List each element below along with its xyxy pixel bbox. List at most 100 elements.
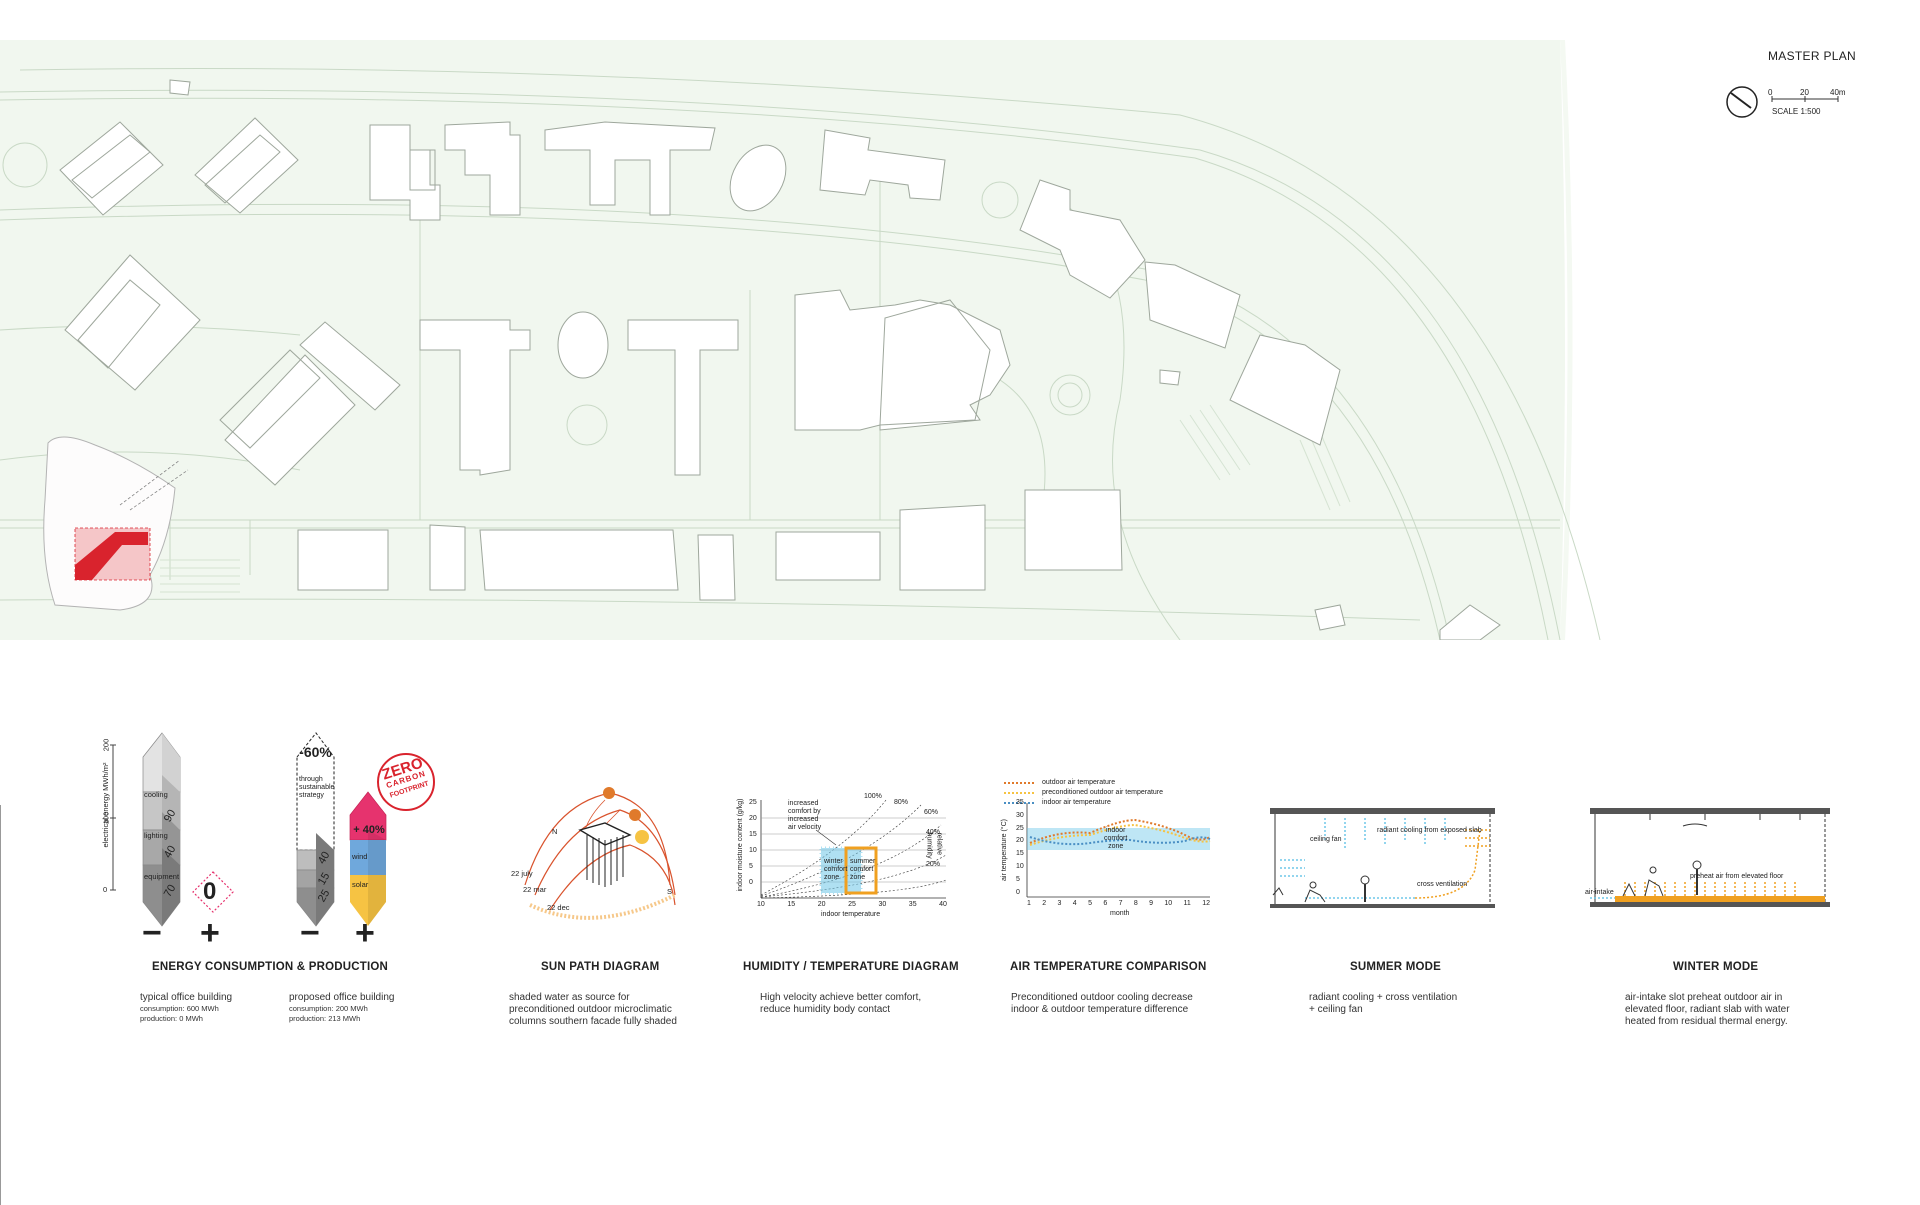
air-temp-desc: Preconditioned outdoor cooling decrease … [1011, 992, 1193, 1016]
y-tick: 5 [749, 863, 753, 870]
x-tick: 4 [1072, 900, 1077, 907]
x-tick: 35 [908, 901, 917, 908]
zone-line: zone [1108, 843, 1124, 850]
air-temp-x-ticks: 1 2 3 4 5 6 7 8 9 10 11 12 [1027, 899, 1210, 909]
air-temp-title: AIR TEMPERATURE COMPARISON [1010, 961, 1207, 973]
sun-path-diagram [524, 787, 676, 920]
note-line: comfort [850, 866, 874, 873]
energy-axis-tick-100: 100 [101, 811, 111, 825]
desc-line: proposed office building [289, 992, 395, 1003]
air-temp-chart [1004, 782, 1211, 898]
humidity-x-ticks: 10 15 20 25 30 35 40 [757, 900, 947, 910]
segment-lighting: lighting [144, 831, 168, 840]
humidity-chart [760, 799, 947, 899]
x-tick: 3 [1057, 900, 1062, 907]
x-tick: 9 [1149, 900, 1154, 907]
note-line: increased [788, 816, 819, 823]
x-tick: 11 [1183, 900, 1191, 907]
summer-comfort-zone-label: summer comfort zone [850, 858, 875, 882]
desc-line: shaded water as source for [509, 992, 630, 1003]
desc-line: production: 213 MWh [289, 1014, 361, 1023]
x-tick: 1 [1027, 900, 1031, 907]
humidity-desc: High velocity achieve better comfort, re… [760, 992, 921, 1016]
air-temp-y-ticks: 35 30 25 20 15 10 5 0 [1016, 797, 1024, 899]
winter-mode-desc: air-intake slot preheat outdoor air in e… [1625, 992, 1810, 1028]
winter-mode-panel: preheat air from elevated floor air-inta… [1585, 800, 1835, 915]
summer-label-ceiling-fan: ceiling fan [1310, 836, 1342, 843]
desc-line: air-intake slot preheat outdoor air in [1625, 992, 1783, 1003]
sun-path-title: SUN PATH DIAGRAM [541, 961, 660, 973]
humidity-note-increased: increased comfort by increased air veloc… [788, 800, 821, 832]
north-arrow-icon [1726, 86, 1758, 118]
summer-mode-desc: radiant cooling + cross ventilation + ce… [1309, 992, 1457, 1016]
reduction-label: through sustainable strategy [299, 776, 334, 800]
plus-sign-proposed: + [355, 914, 375, 952]
desc-line: reduce humidity body contact [760, 1004, 891, 1015]
scale-tick-20: 20 [1800, 88, 1809, 97]
segment-equipment: equipment [144, 872, 180, 881]
reduction-badge: -60% [299, 744, 332, 760]
sun-label-south: S [667, 887, 673, 896]
rh-tick-80: 80% [894, 799, 909, 806]
y-tick: 25 [749, 799, 757, 806]
summer-label-cross-ventilation: cross ventilation [1417, 881, 1468, 888]
y-tick: 0 [1016, 888, 1020, 896]
x-tick: 8 [1133, 900, 1138, 907]
minus-sign-typical: − [142, 914, 162, 952]
note-line: comfort by [788, 808, 821, 815]
y-tick: 20 [1016, 837, 1024, 845]
page-edge-line [0, 805, 1, 1205]
scale-label: SCALE 1:500 [1772, 107, 1821, 116]
air-temp-legend: outdoor air temperature preconditioned o… [1042, 778, 1163, 808]
air-temp-y-label: air temperature (°C) [1001, 819, 1008, 881]
x-tick: 6 [1103, 900, 1108, 907]
humidity-y-label: indoor moisture content (g/kg) [737, 798, 744, 892]
energy-desc-proposed: proposed office building consumption: 20… [289, 992, 394, 1024]
summer-mode-section [1270, 808, 1495, 908]
indoor-comfort-zone-label: indoor comfort zone [1104, 827, 1127, 851]
sun-label-north: N [552, 827, 558, 836]
note-line: zone [850, 874, 866, 881]
segment-cooling: cooling [144, 790, 168, 799]
energy-panel: electrical energy MWh/m² 200 100 0 cooli… [90, 730, 490, 960]
reduction-label-line: through [299, 776, 323, 783]
sun-label-july: 22 july [511, 869, 533, 878]
energy-title: ENERGY CONSUMPTION & PRODUCTION [152, 961, 389, 973]
energy-axis-tick-0: 0 [103, 885, 108, 894]
legend-preconditioned: preconditioned outdoor air temperature [1042, 789, 1164, 796]
energy-diagram [110, 732, 435, 927]
production-zero: 0 [203, 878, 217, 905]
note-line: air velocity [788, 824, 822, 831]
energy-axis-label: electrical energy MWh/m² [101, 762, 110, 848]
master-plan-title: MASTER PLAN [1768, 49, 1856, 63]
segment-solar: solar [352, 880, 369, 889]
y-tick: 30 [1016, 811, 1024, 819]
winter-label-air-intake: air-intake [1585, 889, 1614, 896]
x-tick: 10 [1164, 900, 1173, 907]
x-tick: 20 [817, 901, 826, 908]
x-tick: 25 [848, 901, 856, 908]
winter-comfort-zone-label: winter comfort zone [824, 858, 847, 882]
note-line: increased [788, 800, 819, 807]
production-badge: + 40% [353, 824, 385, 836]
legend-indoor: indoor air temperature [1042, 799, 1111, 806]
air-temp-panel: outdoor air temperature preconditioned o… [1000, 775, 1220, 920]
desc-line: elevated floor, radiant slab with water [1625, 1004, 1790, 1015]
y-tick: 35 [1016, 799, 1024, 806]
humidity-title: HUMIDITY / TEMPERATURE DIAGRAM [743, 961, 959, 973]
humidity-y-ticks: 25 20 15 10 5 0 [749, 795, 757, 891]
sun-label-december: 22 dec [547, 903, 570, 912]
minus-sign-proposed: − [300, 914, 320, 952]
desc-line: heated from residual thermal energy. [1625, 1016, 1788, 1027]
note-line: winter [824, 858, 843, 865]
desc-line: production: 0 MWh [140, 1014, 203, 1023]
x-tick: 40 [939, 901, 947, 908]
y-tick: 10 [749, 847, 757, 854]
desc-line: Preconditioned outdoor cooling decrease [1011, 992, 1193, 1003]
note-line: comfort [824, 866, 848, 873]
x-tick: 30 [878, 901, 887, 908]
scale-tick-0: 0 [1768, 88, 1773, 97]
segment-wind: wind [352, 852, 368, 861]
desc-line: typical office building [140, 992, 233, 1003]
energy-desc-typical: typical office building consumption: 600… [140, 992, 232, 1024]
